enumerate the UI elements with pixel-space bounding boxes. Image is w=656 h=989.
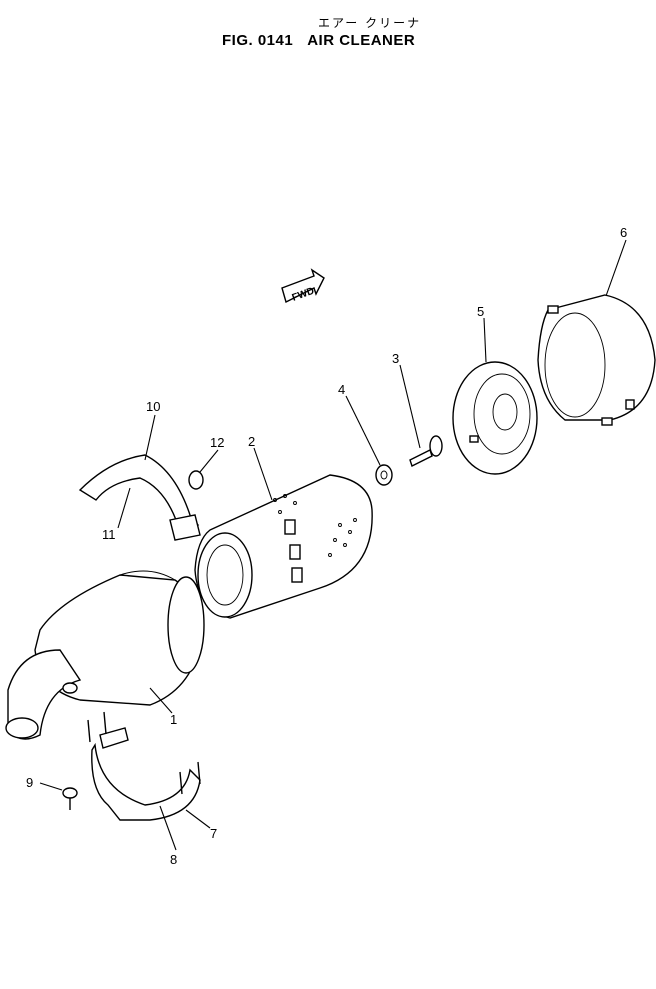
callout-labels: 1 2 3 4 5 6 7 8 9 10 11 12	[26, 225, 627, 867]
callout-7: 7	[210, 826, 217, 841]
callout-8: 8	[170, 852, 177, 867]
callout-4: 4	[338, 382, 345, 397]
callout-9: 9	[26, 775, 33, 790]
callout-3: 3	[392, 351, 399, 366]
callout-1: 1	[170, 712, 177, 727]
filter-element	[194, 474, 373, 619]
dust-cap	[537, 294, 656, 426]
wing-bolt	[409, 435, 443, 467]
cover-plate	[452, 361, 538, 475]
air-cleaner-body	[5, 570, 205, 740]
nut	[188, 470, 204, 490]
lower-bracket	[87, 711, 201, 821]
callout-6: 6	[620, 225, 627, 240]
washer	[375, 464, 393, 486]
leader-lines	[39, 239, 627, 851]
callout-2: 2	[248, 434, 255, 449]
callout-12: 12	[210, 435, 224, 450]
bolt	[62, 787, 78, 810]
figure-title-japanese: エアー クリーナ	[318, 16, 422, 30]
callout-5: 5	[477, 304, 484, 319]
upper-band	[78, 454, 201, 541]
figure-title: FIG. 0141 AIR CLEANER	[222, 32, 415, 49]
filter-perforation-dots	[273, 494, 357, 557]
figure-number: FIG. 0141	[222, 32, 294, 49]
figure-name: AIR CLEANER	[307, 32, 416, 49]
callout-10: 10	[146, 399, 160, 414]
callout-11: 11	[102, 527, 116, 542]
forward-arrow-icon: FWD	[281, 268, 325, 304]
